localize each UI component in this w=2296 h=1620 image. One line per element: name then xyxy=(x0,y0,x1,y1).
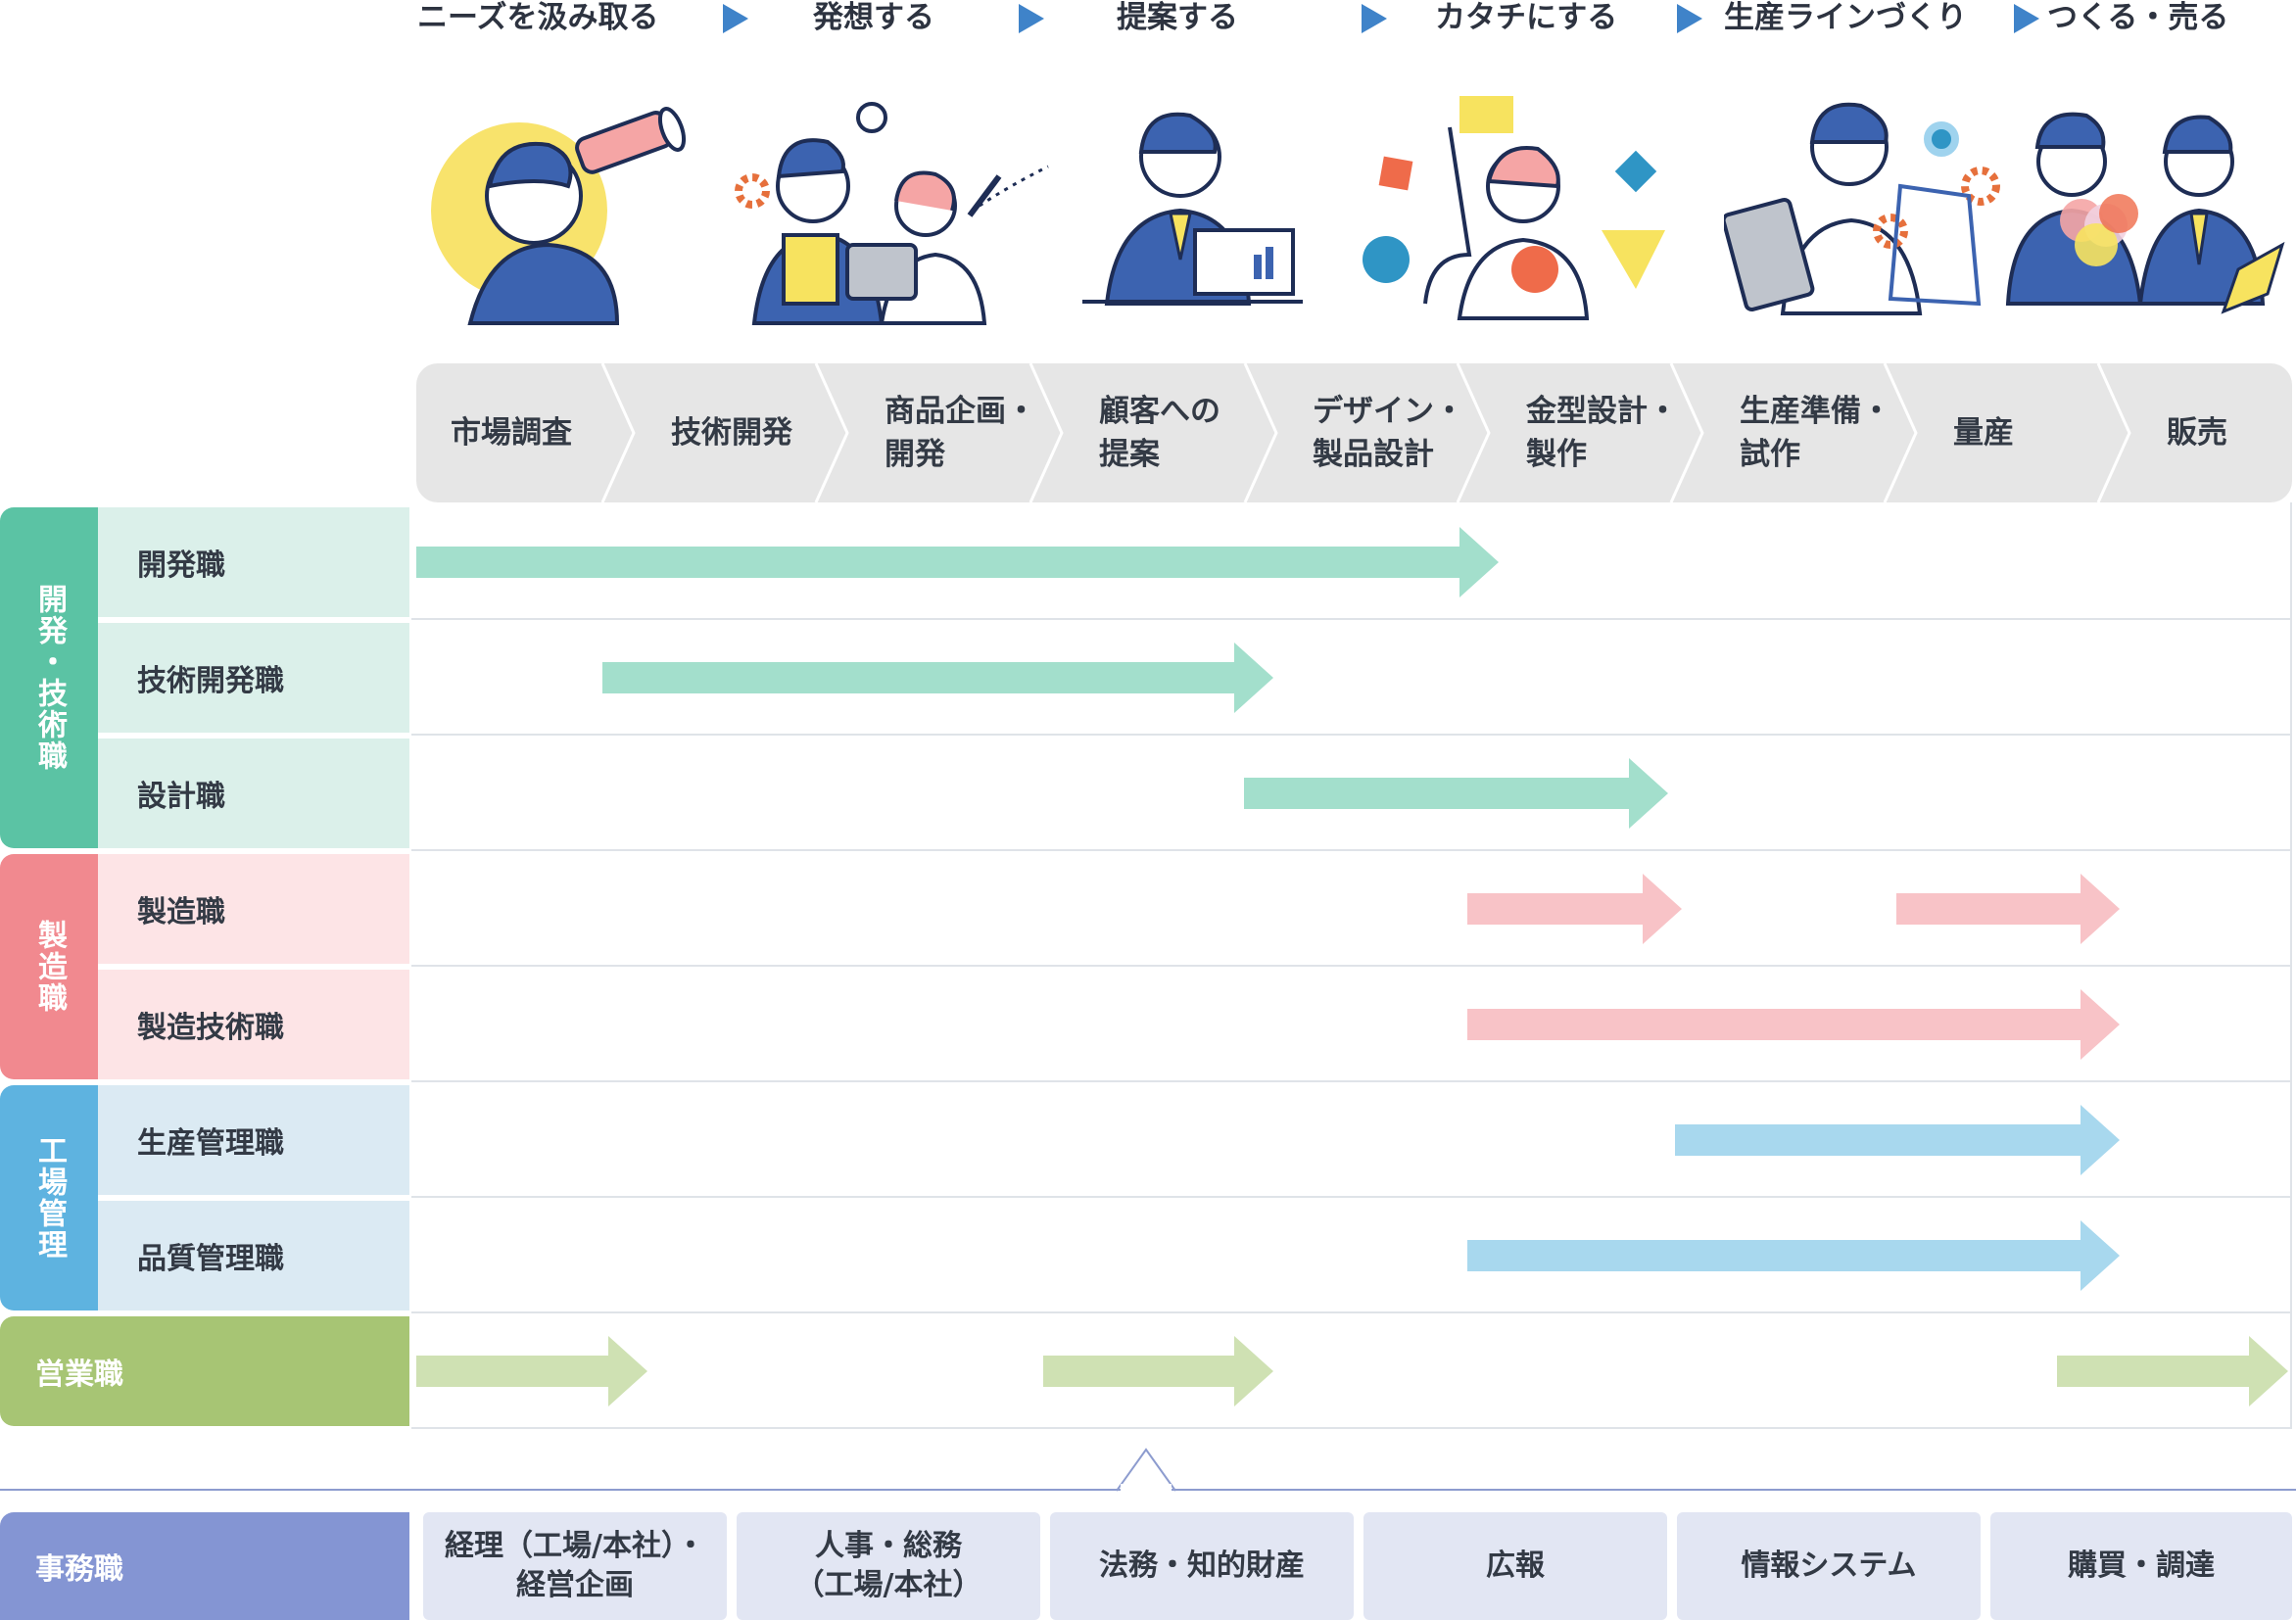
job-development: 開発職 xyxy=(98,507,409,617)
row-divider xyxy=(411,1196,2292,1198)
row-divider xyxy=(411,849,2292,851)
step-sales: 販売 xyxy=(2167,415,2227,451)
arrow-sales-1 xyxy=(416,1336,647,1406)
category-factory-management-label: 工場管理 xyxy=(32,1135,67,1261)
job-production-control: 生産管理職 xyxy=(98,1085,409,1195)
phase-needs: ニーズを汲み取る xyxy=(417,0,659,35)
phase-proposal: 提案する xyxy=(1117,0,1238,35)
row-divider xyxy=(411,1311,2292,1313)
phase-arrow-icon xyxy=(2014,4,2039,33)
factory-sales-duo-icon xyxy=(2005,112,2285,314)
arrow-manufacturing-2 xyxy=(1896,874,2120,944)
job-tech-development: 技術開発職 xyxy=(98,623,409,733)
phase-shaping: カタチにする xyxy=(1435,0,1618,35)
arrow-manufacturing-1 xyxy=(1467,874,1682,944)
arrow-development xyxy=(416,527,1499,597)
row-divider xyxy=(411,1427,2292,1429)
shapes-designer-icon xyxy=(1363,96,1665,320)
office-item-procurement: 購買・調達 xyxy=(1990,1512,2292,1620)
step-mold-design: 金型設計・ 製作 xyxy=(1526,394,1678,472)
step-tech-development: 技術開発 xyxy=(671,415,792,451)
process-steps-bar xyxy=(416,363,2292,502)
category-factory-management: 工場管理 xyxy=(0,1085,98,1310)
presenter-laptop-icon xyxy=(1082,112,1303,306)
phase-ideation: 発想する xyxy=(813,0,934,35)
job-quality-control: 品質管理職 xyxy=(98,1201,409,1310)
office-pointer-icon xyxy=(1117,1448,1175,1492)
ideas-team-icon xyxy=(735,102,1049,325)
phase-arrow-icon xyxy=(1019,4,1044,33)
office-item-pr: 広報 xyxy=(1363,1512,1667,1620)
category-office: 事務職 xyxy=(0,1512,409,1620)
row-divider xyxy=(411,965,2292,967)
category-dev-tech: 開発・技術職 xyxy=(0,507,98,848)
office-item-accounting: 経理（工場/本社）・ 経営企画 xyxy=(423,1512,727,1620)
row-divider xyxy=(411,618,2292,620)
row-divider xyxy=(411,1080,2292,1082)
arrow-manufacturing-tech xyxy=(1467,989,2120,1060)
category-manufacturing-label: 製造職 xyxy=(32,920,67,1014)
step-production-prep: 生産準備・ 試作 xyxy=(1740,394,1891,472)
engineer-laptop-gears-icon xyxy=(1724,102,2000,315)
category-manufacturing: 製造職 xyxy=(0,854,98,1079)
step-customer-proposal: 顧客への 提案 xyxy=(1099,394,1220,472)
step-design: デザイン・ 製品設計 xyxy=(1313,394,1464,472)
office-item-it: 情報システム xyxy=(1677,1512,1981,1620)
row-divider xyxy=(411,734,2292,736)
arrow-sales-3 xyxy=(2057,1336,2288,1406)
office-item-hr: 人事・総務 （工場/本社） xyxy=(737,1512,1040,1620)
phase-make-sell: つくる・売る xyxy=(2047,0,2229,35)
category-sales: 営業職 xyxy=(0,1316,409,1426)
job-design-engineering: 設計職 xyxy=(98,739,409,848)
step-mass-production: 量産 xyxy=(1953,415,2014,451)
office-item-legal: 法務・知的財産 xyxy=(1050,1512,1354,1620)
phase-production-line: 生産ラインづくり xyxy=(1724,0,1967,35)
phase-arrow-icon xyxy=(1677,4,1702,33)
grid-right-border xyxy=(2290,502,2292,1428)
job-manufacturing: 製造職 xyxy=(98,854,409,964)
category-dev-tech-label: 開発・技術職 xyxy=(32,584,67,772)
arrow-sales-2 xyxy=(1043,1336,1273,1406)
arrow-production-control xyxy=(1675,1105,2120,1175)
telescope-person-icon xyxy=(431,107,687,325)
step-product-planning: 商品企画・ 開発 xyxy=(885,394,1036,472)
arrow-quality-control xyxy=(1467,1220,2120,1291)
step-market-research: 市場調査 xyxy=(451,415,572,451)
job-manufacturing-tech: 製造技術職 xyxy=(98,970,409,1079)
arrow-tech-development xyxy=(602,643,1273,713)
phase-arrow-icon xyxy=(1362,4,1387,33)
phase-arrow-icon xyxy=(723,4,748,33)
arrow-design-engineering xyxy=(1244,758,1668,829)
